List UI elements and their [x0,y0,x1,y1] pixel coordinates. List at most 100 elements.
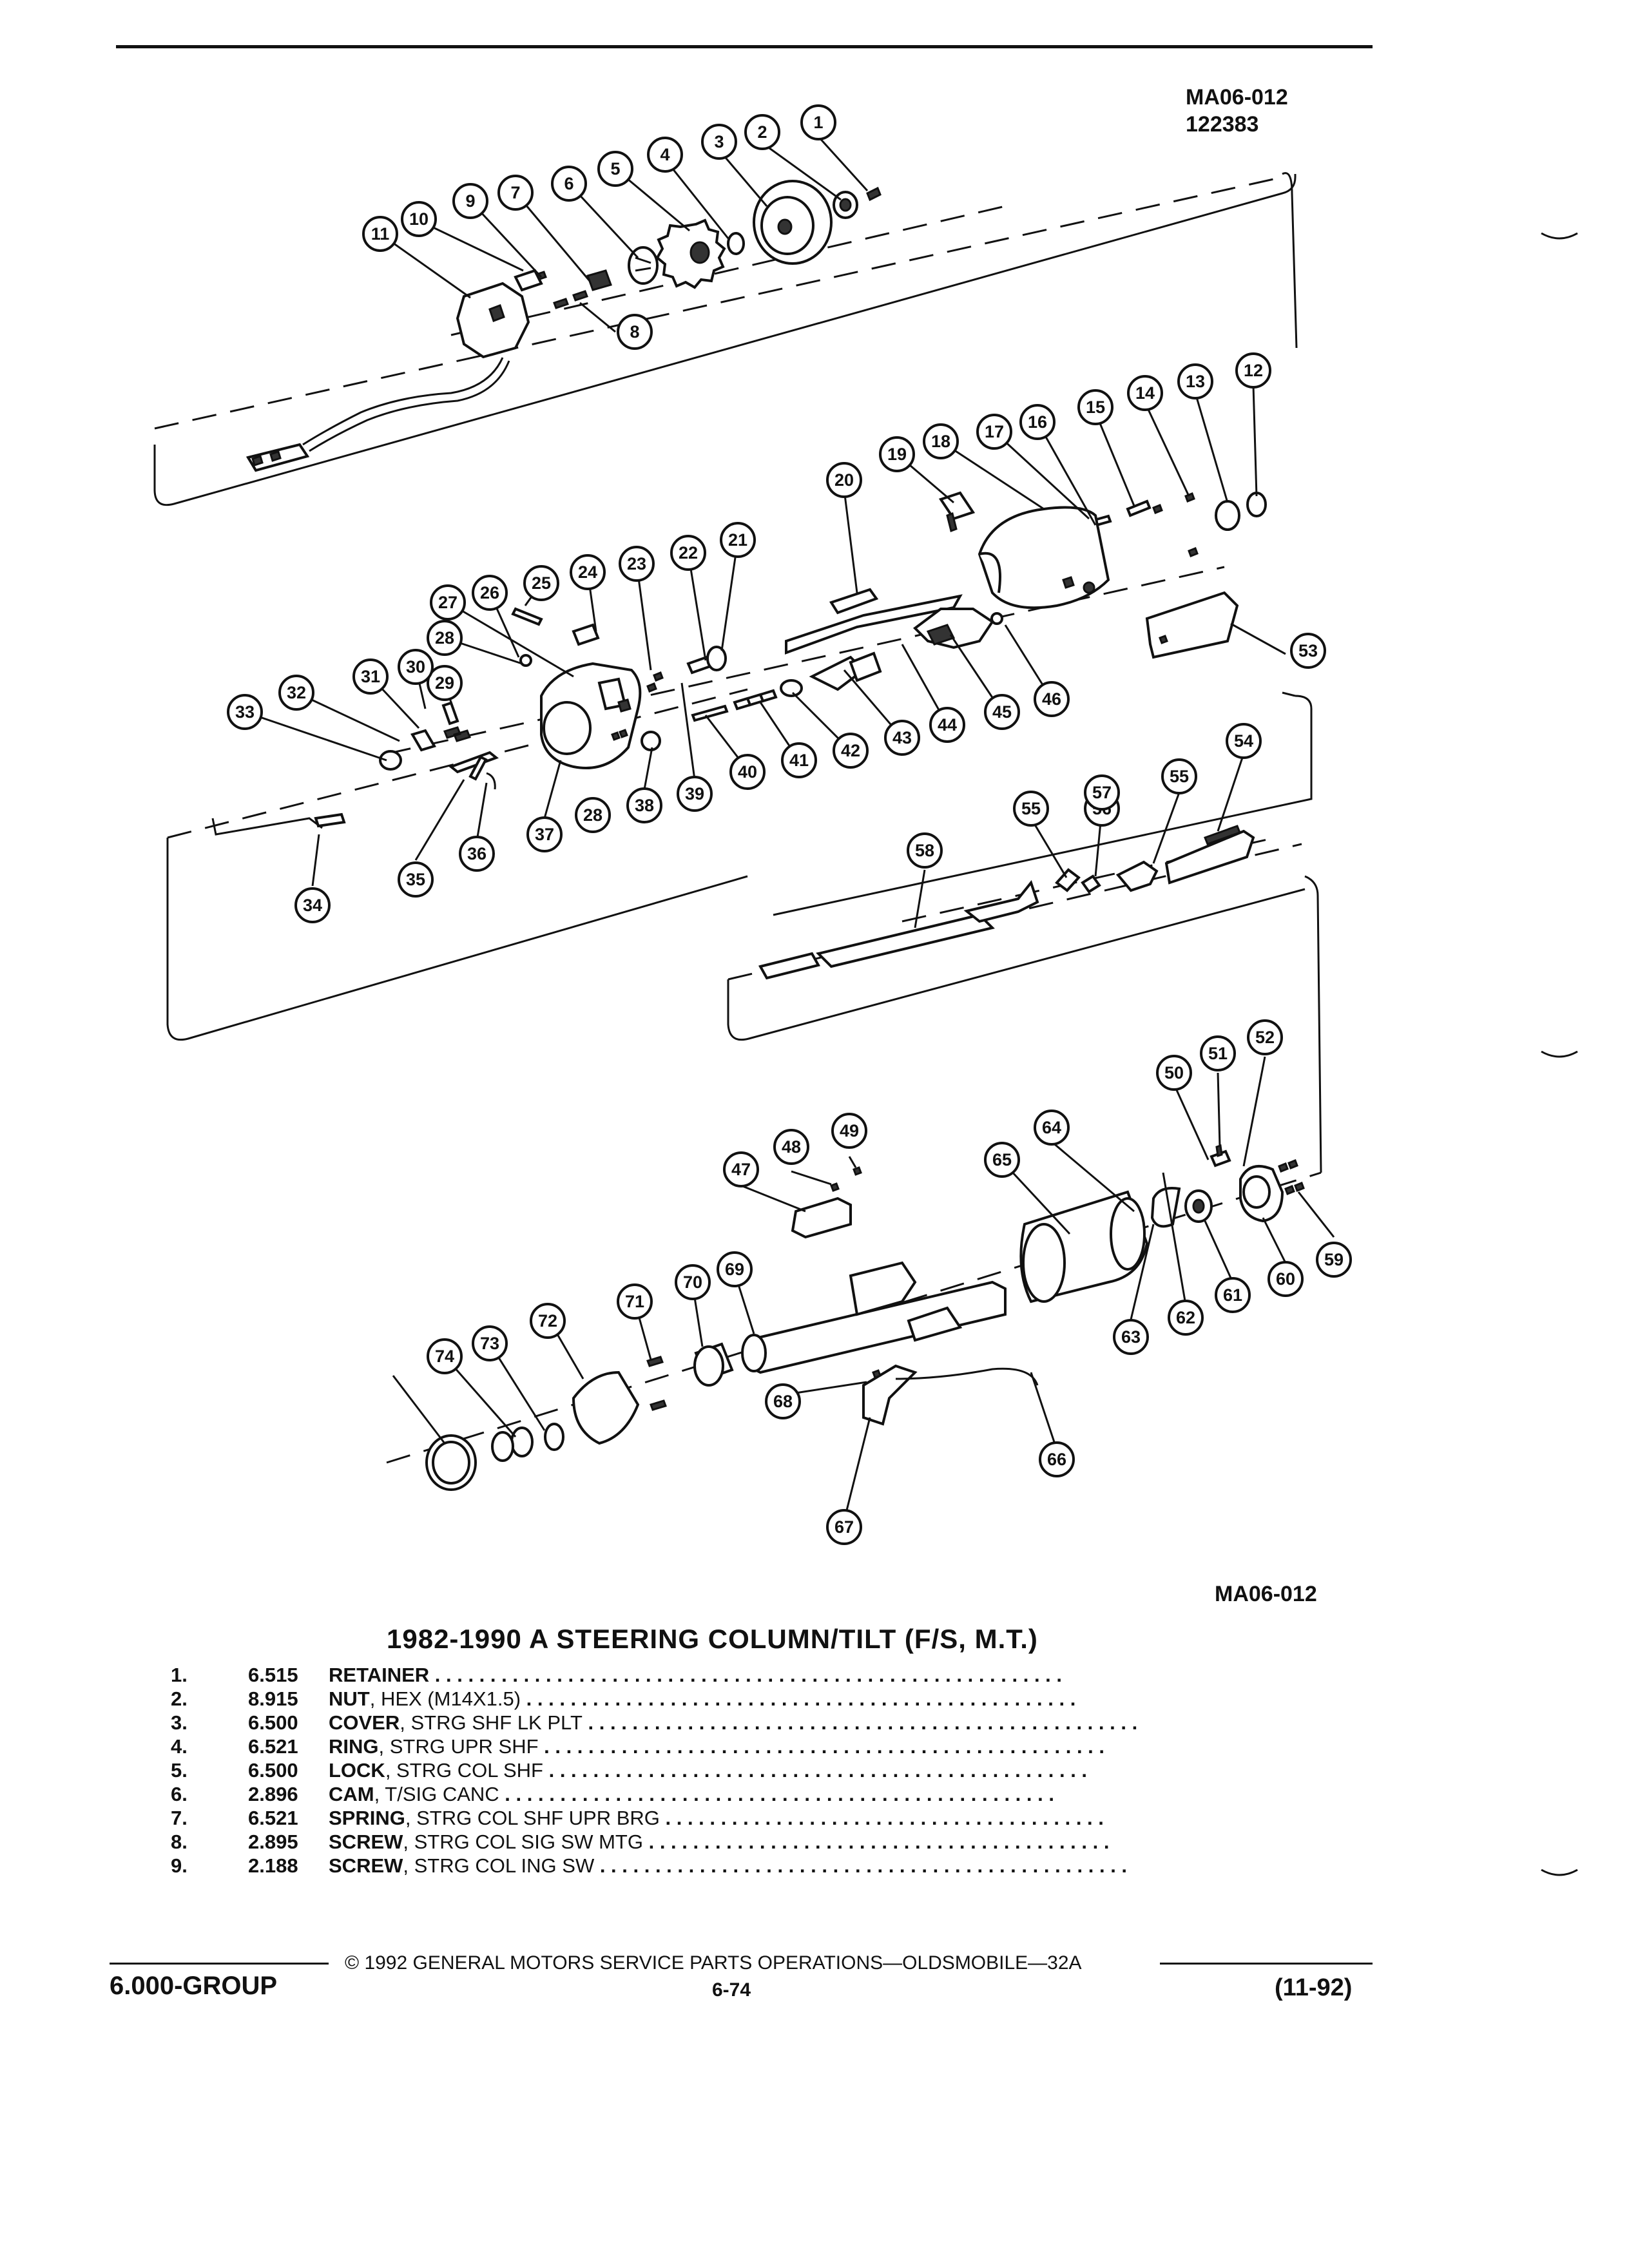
callout-5: 5 [597,151,633,187]
callout-circle [459,836,495,872]
callout-label: 63 [1121,1327,1141,1347]
callout-circle [575,797,611,833]
callout-circle [427,620,463,656]
callout-circle [1177,363,1213,399]
callout-label: 8 [630,322,639,341]
callout-1: 1 [800,104,836,140]
callout-52: 52 [1247,1019,1283,1055]
buzzer-switch-part [785,588,994,655]
callout-label: 70 [683,1273,702,1292]
callout-69: 69 [717,1251,753,1287]
callout-label: 47 [731,1160,751,1179]
callout-circle [723,1151,759,1187]
callout-circle [617,314,653,350]
callout-circle [1034,1110,1070,1146]
callout-32: 32 [278,675,314,711]
callout-circle [1316,1242,1352,1278]
callout-circle [430,584,466,620]
middle-group-bracket [166,688,1313,1041]
callout-23: 23 [619,546,655,582]
callout-label: 48 [782,1137,801,1157]
part-name: LOCK, STRG COL SHF . . . . . . . . . . .… [329,1759,1088,1782]
callout-circle [427,665,463,701]
callout-label: 72 [538,1311,557,1331]
callout-label: 54 [1234,731,1253,751]
callout-label: 14 [1135,383,1155,403]
callout-circle [675,1264,711,1300]
part-name-text: LOCK [329,1759,385,1782]
callout-circle [984,694,1020,730]
margin-mark [1541,1050,1578,1058]
part-name-text: CAM [329,1783,374,1805]
part-description: , STRG COL SHF UPR BRG [405,1807,660,1829]
callout-54: 54 [1226,723,1262,759]
part-code: 6.521 [248,1735,298,1758]
callout-51: 51 [1200,1035,1236,1072]
callout-circle [1247,1019,1283,1055]
callout-53: 53 [1290,633,1326,669]
margin-mark [1541,1869,1578,1876]
callout-circle [626,787,662,823]
callout-label: 23 [627,554,646,573]
release-lever-parts [448,729,661,790]
callout-67: 67 [826,1509,862,1545]
page-number: 6-74 [712,1979,751,2001]
part-description: , HEX (M14X1.5) [369,1687,521,1710]
callout-36: 36 [459,836,495,872]
callout-label: 28 [435,628,454,648]
callout-6: 6 [551,166,587,202]
callout-label: 32 [287,683,306,702]
jacket-part [741,1261,1007,1374]
callout-label: 12 [1244,361,1263,380]
callout-label: 34 [303,896,322,915]
callout-circle [826,462,862,498]
upper-axis-line [450,205,1006,336]
callout-64: 64 [1034,1110,1070,1146]
shroud-part [1019,1190,1149,1303]
callout-41: 41 [781,742,817,778]
part-number: 6. [171,1783,188,1805]
callout-circle [398,649,434,685]
shoe-parts [646,646,727,693]
callout-circle [647,137,683,173]
callout-circle [1156,1055,1192,1091]
steering-shaft-part [758,825,1255,980]
callout-circle [1168,1300,1204,1336]
callout-26: 26 [472,575,508,611]
shift-lever-switch-parts [862,1364,1039,1426]
callout-label: 4 [660,145,670,164]
ring-part [727,232,745,255]
bearing-part [1215,492,1267,531]
callout-label: 31 [361,667,380,686]
callout-circle [1034,681,1070,717]
callout-circle [729,754,766,790]
callout-22: 22 [670,535,706,571]
callout-circle [472,1325,508,1361]
spring-part [586,269,612,291]
callout-label: 7 [510,183,520,202]
callout-label: 62 [1176,1308,1195,1327]
upper-group-bracket [153,172,1298,506]
lock-bolt-parts [511,607,600,667]
callout-label: 68 [773,1392,793,1411]
callout-27: 27 [430,584,466,620]
callout-40: 40 [729,754,766,790]
figure-code: MA06-012 [1215,1582,1317,1606]
callout-label: 20 [834,470,854,490]
callout-label: 28 [583,805,602,825]
callout-circle [1039,1441,1075,1477]
tilt-lever-parts [809,612,1003,691]
callout-42: 42 [833,733,869,769]
callout-17: 17 [976,414,1012,450]
callout-57: 57 [1084,774,1120,811]
part-description: , STRG SHF LK PLT [400,1711,583,1734]
callout-label: 30 [406,657,425,677]
callout-30: 30 [398,649,434,685]
callout-label: 22 [679,543,698,562]
callout-11: 11 [362,216,398,252]
callout-label: 57 [1092,783,1112,802]
callout-70: 70 [675,1264,711,1300]
part-name-text: RING [329,1735,379,1758]
turn-signal-switch-part [246,269,543,472]
callout-circle [670,535,706,571]
